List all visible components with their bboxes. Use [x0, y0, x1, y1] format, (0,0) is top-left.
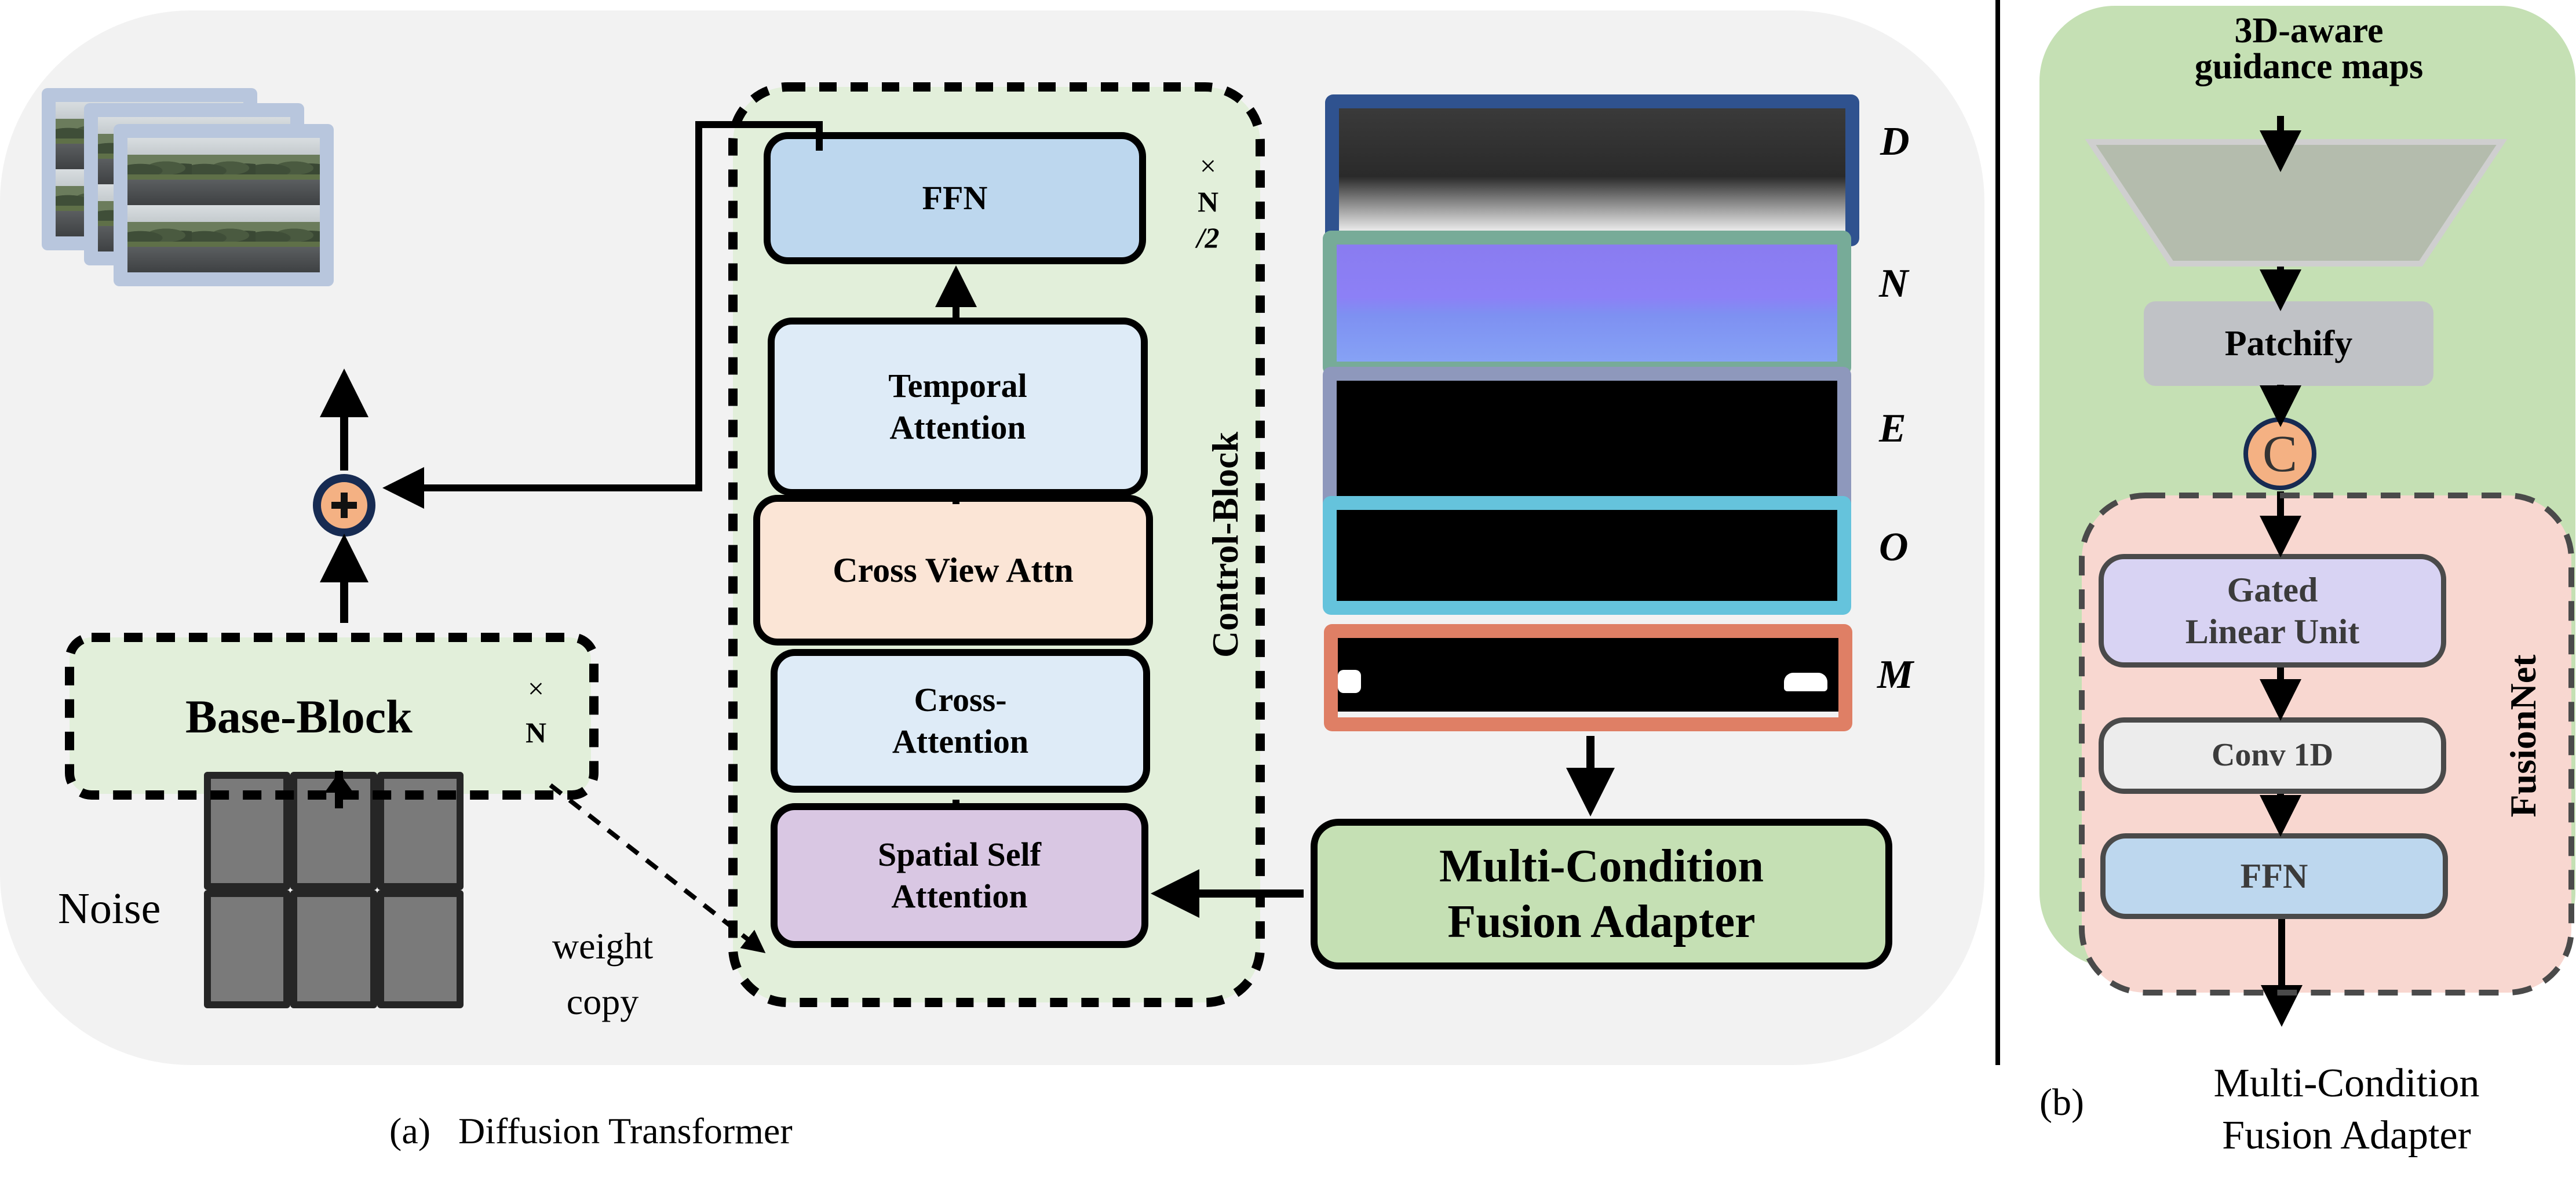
vae-line1: VAE	[2274, 167, 2344, 206]
guidance-maps-input: 3D-aware guidance maps	[2057, 13, 2561, 85]
edge-map-image	[1337, 381, 1837, 512]
conv1d-block: Conv 1D	[2099, 717, 2446, 794]
temporal-attention-line2: Attention	[889, 409, 1026, 446]
map-letter-O: O	[1879, 525, 1909, 570]
camera-view	[127, 205, 192, 272]
cross-attention-block: Cross- Attention	[771, 649, 1150, 793]
vae-line2: Encoder	[2246, 211, 2372, 249]
camera-view	[256, 205, 320, 272]
map-letter-N: N	[1879, 261, 1909, 306]
noise-label: Noise	[58, 884, 161, 933]
repeat-count: N	[525, 716, 547, 749]
noise-patch	[377, 772, 464, 890]
gated-linear-unit-block: Gated Linear Unit	[2099, 554, 2446, 668]
normal-map	[1323, 231, 1851, 375]
control-block-label: Control-Block	[1205, 432, 1246, 658]
guidance-line2: guidance maps	[2194, 47, 2424, 86]
panel-divider	[1995, 0, 2000, 1065]
caption-b-line2: Fusion Adapter	[2222, 1113, 2471, 1158]
map-letter-M: M	[1877, 652, 1914, 697]
map-letter-E: E	[1879, 406, 1906, 451]
spatial-attention-line2: Attention	[891, 877, 1028, 915]
camera-view	[191, 138, 256, 205]
map-letter-D: D	[1880, 119, 1910, 164]
noise-patch	[377, 890, 464, 1008]
repeat-times-symbol: ×	[527, 672, 545, 705]
caption-a: (a) Diffusion Transformer	[389, 1110, 793, 1153]
weight-copy-line1: weight	[552, 925, 654, 967]
caption-b-letter: (b)	[2039, 1081, 2084, 1124]
caption-a-title: Diffusion Transformer	[458, 1110, 793, 1151]
mask-map	[1324, 624, 1852, 731]
temporal-attention-line1: Temporal	[888, 366, 1027, 404]
normal-map-image	[1337, 245, 1837, 362]
fusionnet-label: FusionNet	[2502, 654, 2544, 818]
control-block-repeat: × N /2	[1185, 148, 1231, 256]
temporal-attention-block: Temporal Attention	[768, 318, 1148, 496]
add-operator-icon	[313, 474, 375, 537]
patchify-block: Patchify	[2144, 301, 2433, 386]
repeat-times-symbol: ×	[1199, 150, 1217, 182]
repeat-divisor: /2	[1196, 221, 1220, 254]
noise-latents	[204, 772, 464, 1008]
concat-operator-icon: C	[2243, 417, 2316, 490]
noise-patch	[290, 890, 377, 1008]
ffn-block: FFN	[764, 132, 1146, 264]
concat-symbol: C	[2262, 425, 2298, 483]
repeat-count: N	[1197, 185, 1219, 218]
depth-map-image	[1339, 108, 1845, 232]
base-block-label: Base-Block	[185, 690, 413, 743]
object-map-image	[1337, 510, 1837, 601]
caption-b-title: Multi-Condition Fusion Adapter	[2144, 1058, 2549, 1162]
caption-a-letter: (a)	[389, 1110, 431, 1151]
depth-map	[1325, 94, 1859, 246]
weight-copy-line2: copy	[566, 981, 639, 1022]
glu-line2: Linear Unit	[2185, 612, 2360, 651]
noise-patch	[204, 772, 291, 890]
fusion-adapter-line1: Multi-Condition	[1439, 841, 1764, 892]
glu-line1: Gated	[2227, 571, 2318, 609]
fusion-ffn-block: FFN	[2100, 833, 2448, 919]
noise-patch	[204, 890, 291, 1008]
camera-view	[256, 138, 320, 205]
cross-view-attention-label: Cross View Attn	[833, 550, 1074, 589]
fusion-adapter-line2: Fusion Adapter	[1447, 896, 1756, 947]
mask-map-image	[1338, 638, 1838, 717]
conv1d-label: Conv 1D	[2211, 737, 2334, 774]
camera-view	[191, 205, 256, 272]
ffn-label: FFN	[922, 178, 988, 217]
camera-frame-front	[114, 124, 334, 286]
object-map	[1323, 496, 1851, 615]
cross-view-attention-block: Cross View Attn	[753, 495, 1153, 646]
guidance-line1: 3D-aware	[2234, 11, 2384, 50]
vae-encoder-text: VAE Encoder	[2086, 165, 2532, 252]
cross-attention-line2: Attention	[892, 723, 1029, 760]
multi-condition-fusion-adapter: Multi-Condition Fusion Adapter	[1311, 819, 1892, 969]
base-block-repeat: × N	[519, 666, 553, 754]
caption-b-line1: Multi-Condition	[2213, 1061, 2480, 1106]
fusion-ffn-label: FFN	[2240, 857, 2308, 895]
noise-patch	[290, 772, 377, 890]
camera-view	[127, 138, 192, 205]
spatial-attention-line1: Spatial Self	[878, 835, 1041, 873]
spatial-self-attention-block: Spatial Self Attention	[771, 803, 1148, 948]
patchify-label: Patchify	[2224, 323, 2353, 363]
weight-copy-label: weight copy	[545, 918, 661, 1030]
cross-attention-line1: Cross-	[914, 680, 1007, 719]
